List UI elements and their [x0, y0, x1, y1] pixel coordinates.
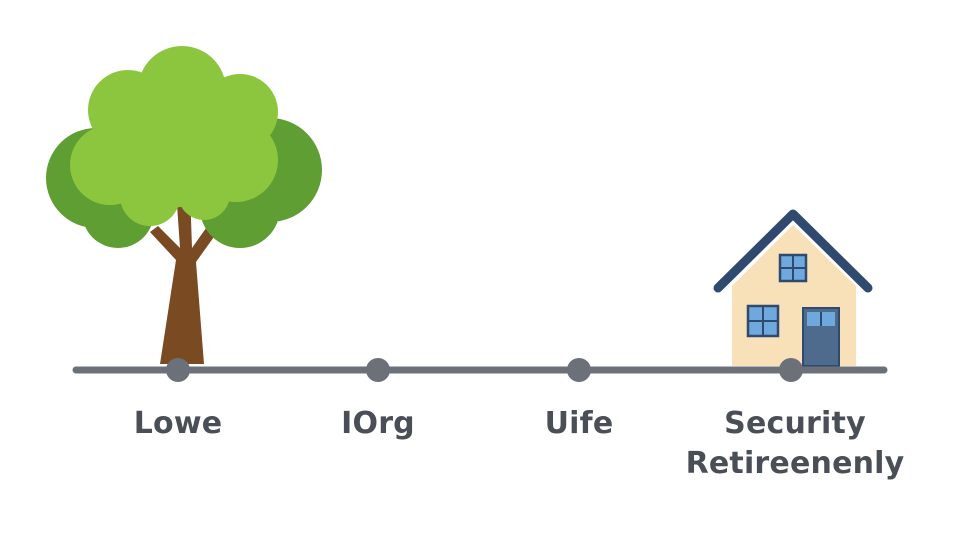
house-icon — [713, 209, 873, 367]
milestone-dot-1 — [166, 358, 190, 382]
milestone-dot-2 — [366, 358, 390, 382]
milestone-dot-4 — [779, 358, 803, 382]
milestone-label-4: Security Retireenenly — [686, 404, 905, 484]
milestone-label-4-line1: Security — [724, 406, 866, 441]
milestone-label-1: Lowe — [133, 406, 223, 441]
tree-icon — [46, 46, 322, 364]
milestone-dot-3 — [567, 358, 591, 382]
milestone-label-4-line2: Retireenenly — [685, 446, 905, 481]
milestone-label-3: Uife — [544, 406, 614, 441]
milestone-label-2: IOrg — [341, 406, 415, 441]
